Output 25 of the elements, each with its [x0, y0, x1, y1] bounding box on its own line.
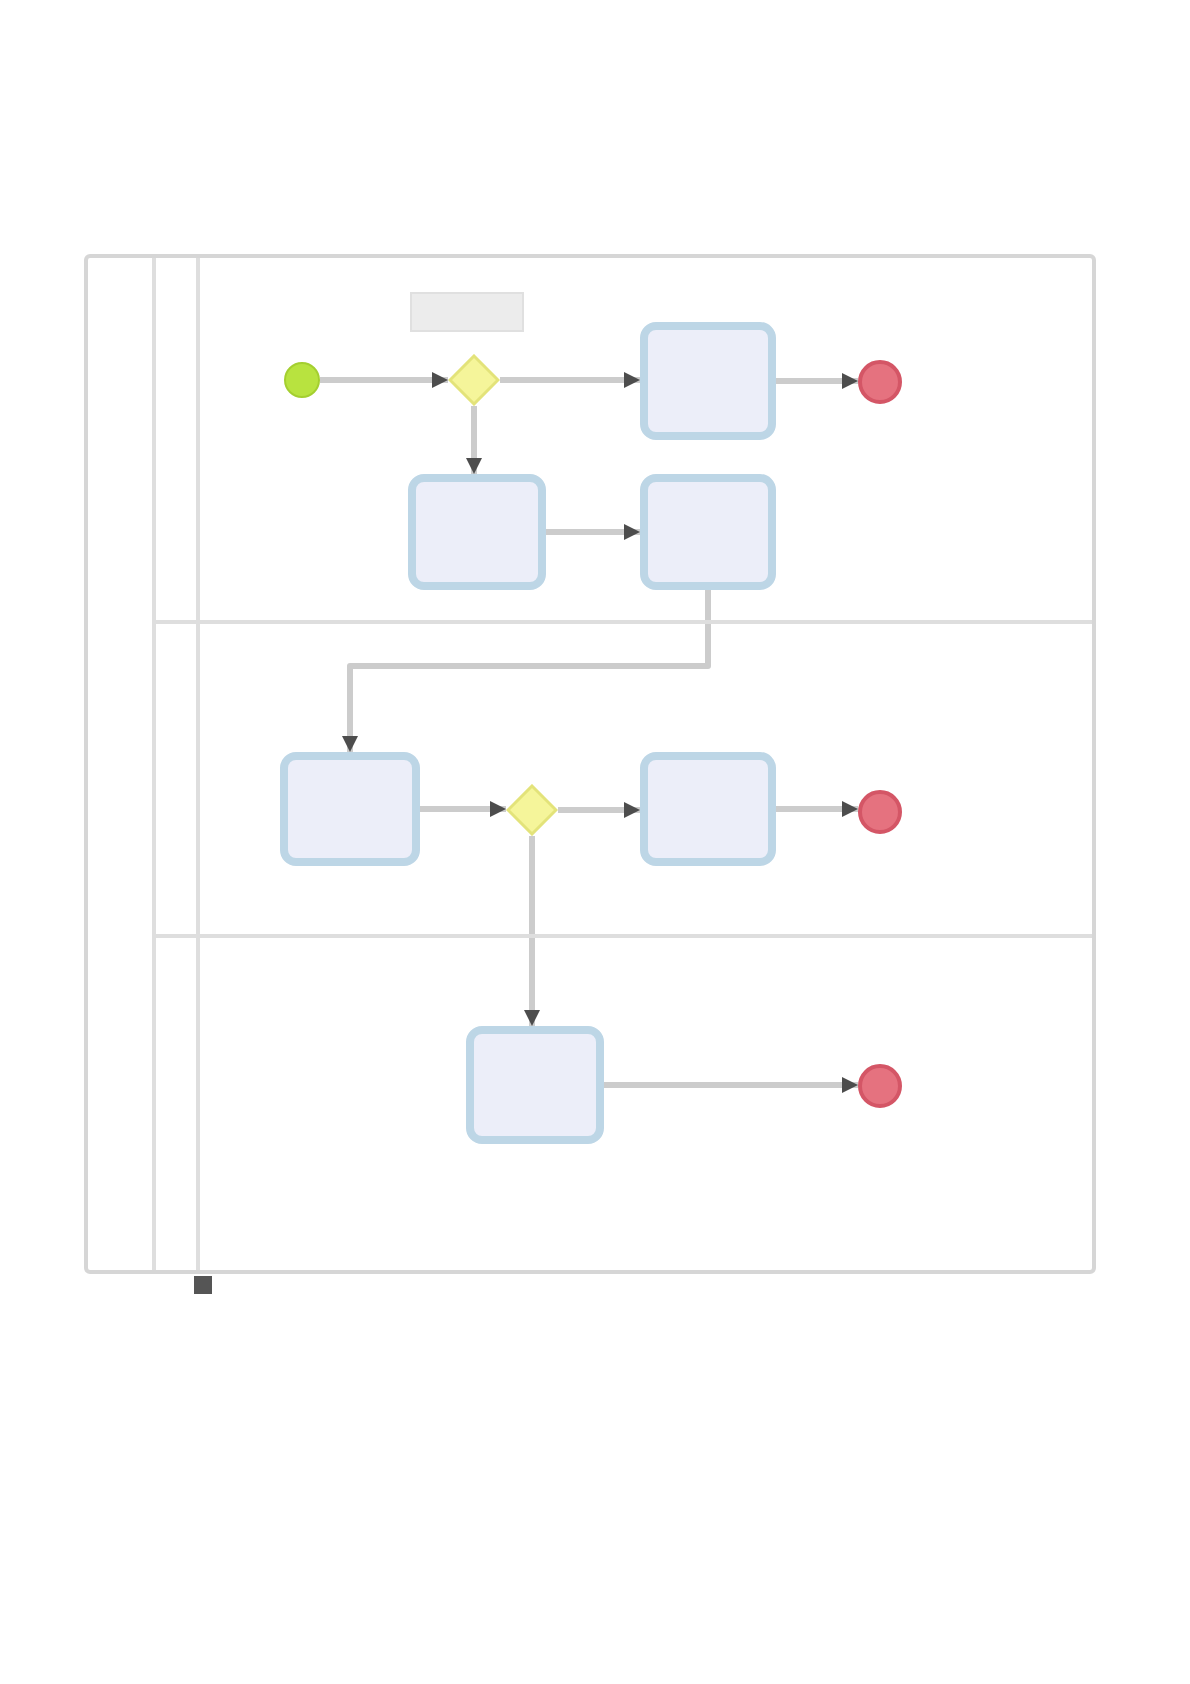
- task-box: [408, 474, 546, 590]
- sequence-flow-arrow: [320, 372, 448, 388]
- end-event-circle: [858, 1064, 902, 1108]
- gateway-diamond: [448, 354, 500, 406]
- pool-frame: [84, 254, 1096, 1274]
- sequence-flow-arrow: [776, 801, 858, 817]
- sequence-flow-arrow: [558, 802, 640, 818]
- sequence-flow-arrow: [546, 524, 640, 540]
- end-event-circle: [858, 360, 902, 404]
- sequence-flow-arrow: [500, 372, 640, 388]
- task-box: [640, 752, 776, 866]
- annotation-box: [410, 292, 524, 332]
- sequence-flow-arrow: [604, 1077, 858, 1093]
- sequence-flow-arrow: [420, 801, 506, 817]
- start-event-circle: [284, 362, 320, 398]
- gateway-diamond: [506, 784, 558, 836]
- end-event-circle: [858, 790, 902, 834]
- sequence-flow-arrow: [524, 836, 540, 1026]
- task-box: [280, 752, 420, 866]
- sequence-flow-arrow: [342, 590, 711, 752]
- task-box: [466, 1026, 604, 1144]
- task-box: [640, 474, 776, 590]
- task-box: [640, 322, 776, 440]
- sequence-flow-arrow: [776, 373, 858, 389]
- sequence-flow-arrow: [466, 406, 482, 474]
